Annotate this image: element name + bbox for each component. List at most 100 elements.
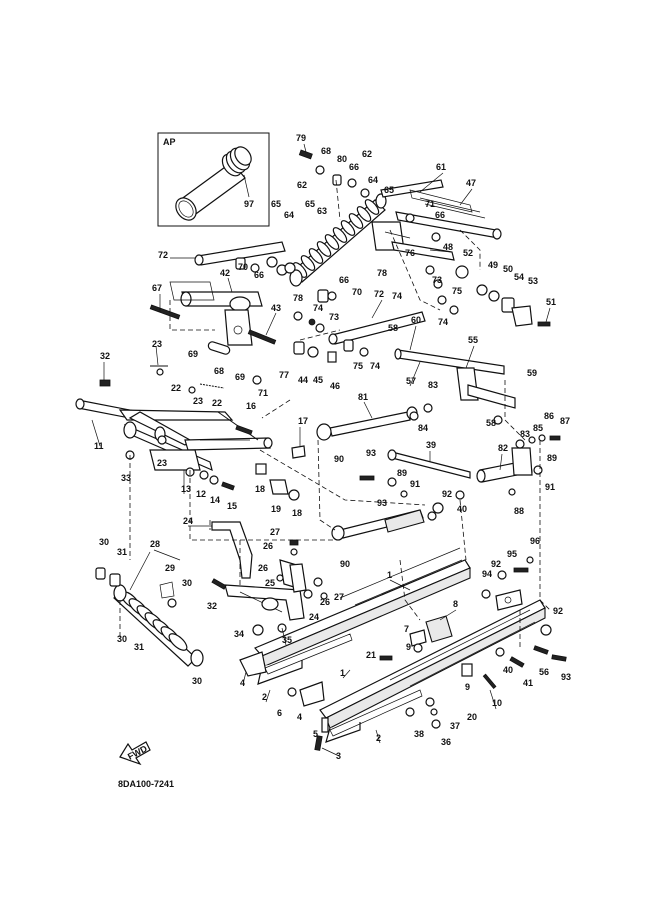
drawing-code: 8DA100-7241 [118,779,174,789]
callout-75: 75 [452,286,462,296]
callout-83: 83 [428,380,438,390]
callout-27: 27 [334,592,344,602]
callout-86: 86 [544,411,554,421]
callout-62: 62 [297,180,307,190]
callout-66: 66 [435,210,445,220]
callout-94: 94 [482,569,492,579]
callout-47: 47 [466,178,476,188]
callout-93: 93 [366,448,376,458]
callout-17: 17 [298,416,308,426]
callout-78: 78 [293,293,303,303]
callout-30: 30 [99,537,109,547]
leader-lines [91,143,551,757]
callout-65: 65 [384,185,394,195]
callout-68: 68 [214,366,224,376]
callout-40: 40 [457,504,467,514]
callout-23: 23 [152,339,162,349]
callout-9: 9 [406,642,411,652]
inset-ap-label: AP [163,137,176,147]
callout-74: 74 [313,303,323,313]
slide-rail-left [254,547,471,685]
callout-60: 60 [411,315,421,325]
callout-54: 54 [514,272,524,282]
callout-3: 3 [336,751,341,761]
block-8 [425,615,453,643]
callout-63: 63 [317,206,327,216]
callout-29: 29 [165,563,175,573]
callout-89: 89 [547,453,557,463]
callout-26: 26 [320,597,330,607]
upper-shock-absorber [289,193,387,287]
callout-70: 70 [238,262,248,272]
callout-35: 35 [282,635,292,645]
slide-rail-right [319,599,546,743]
callout-55: 55 [468,335,478,345]
callout-65: 65 [305,199,315,209]
callout-2: 2 [262,692,267,702]
callout-4: 4 [240,678,245,688]
callout-93: 93 [377,498,387,508]
callout-26: 26 [258,563,268,573]
callout-48: 48 [443,242,453,252]
callout-40: 40 [503,665,513,675]
callout-69: 69 [188,349,198,359]
callout-56: 56 [539,667,549,677]
callout-66: 66 [349,162,359,172]
callout-62: 62 [362,149,372,159]
callout-27: 27 [270,527,280,537]
callout-32: 32 [207,601,217,611]
callout-49: 49 [488,260,498,270]
callout-11: 11 [94,441,104,451]
callout-34: 34 [234,629,244,639]
bracket-82 [476,447,533,483]
callout-30: 30 [182,578,192,588]
block-7 [409,629,427,647]
rod-72-upper [194,241,286,266]
callout-91: 91 [545,482,555,492]
callout-10: 10 [492,698,502,708]
callout-61: 61 [436,162,446,172]
callout-83: 83 [520,429,530,439]
callout-80: 80 [337,154,347,164]
callout-67: 67 [152,283,162,293]
callout-74: 74 [392,291,402,301]
callout-85: 85 [533,423,543,433]
callout-91: 91 [410,479,420,489]
bracket-24-upper [211,521,253,579]
callout-79: 79 [296,133,306,143]
callout-96: 96 [530,536,540,546]
callout-92: 92 [442,489,452,499]
dashed-guide-lines [119,179,551,650]
inset-part-number: 97 [244,199,254,209]
callout-4: 4 [297,712,302,722]
inset-ap-box: AP 97 [157,132,270,227]
callout-74: 74 [438,317,448,327]
callout-81: 81 [358,392,368,402]
callout-19: 19 [271,504,281,514]
callout-64: 64 [284,210,294,220]
callout-66: 66 [339,275,349,285]
callout-95: 95 [507,549,517,559]
callout-73: 73 [329,312,339,322]
callout-90: 90 [340,559,350,569]
callout-53: 53 [528,276,538,286]
callout-2: 2 [376,733,381,743]
callout-31: 31 [117,547,127,557]
callout-57: 57 [406,376,416,386]
callout-23: 23 [193,396,203,406]
callout-93: 93 [561,672,571,682]
callout-66: 66 [254,270,264,280]
callout-89: 89 [397,468,407,478]
callout-74: 74 [370,361,380,371]
callout-26: 26 [263,541,273,551]
callout-72: 72 [374,289,384,299]
callout-92: 92 [491,559,501,569]
callout-39: 39 [426,440,436,450]
callout-38: 38 [414,729,424,739]
callout-73: 73 [432,275,442,285]
callout-9: 9 [465,682,470,692]
callout-84: 84 [418,423,428,433]
shaft-81 [316,406,418,441]
callout-64: 64 [368,175,378,185]
